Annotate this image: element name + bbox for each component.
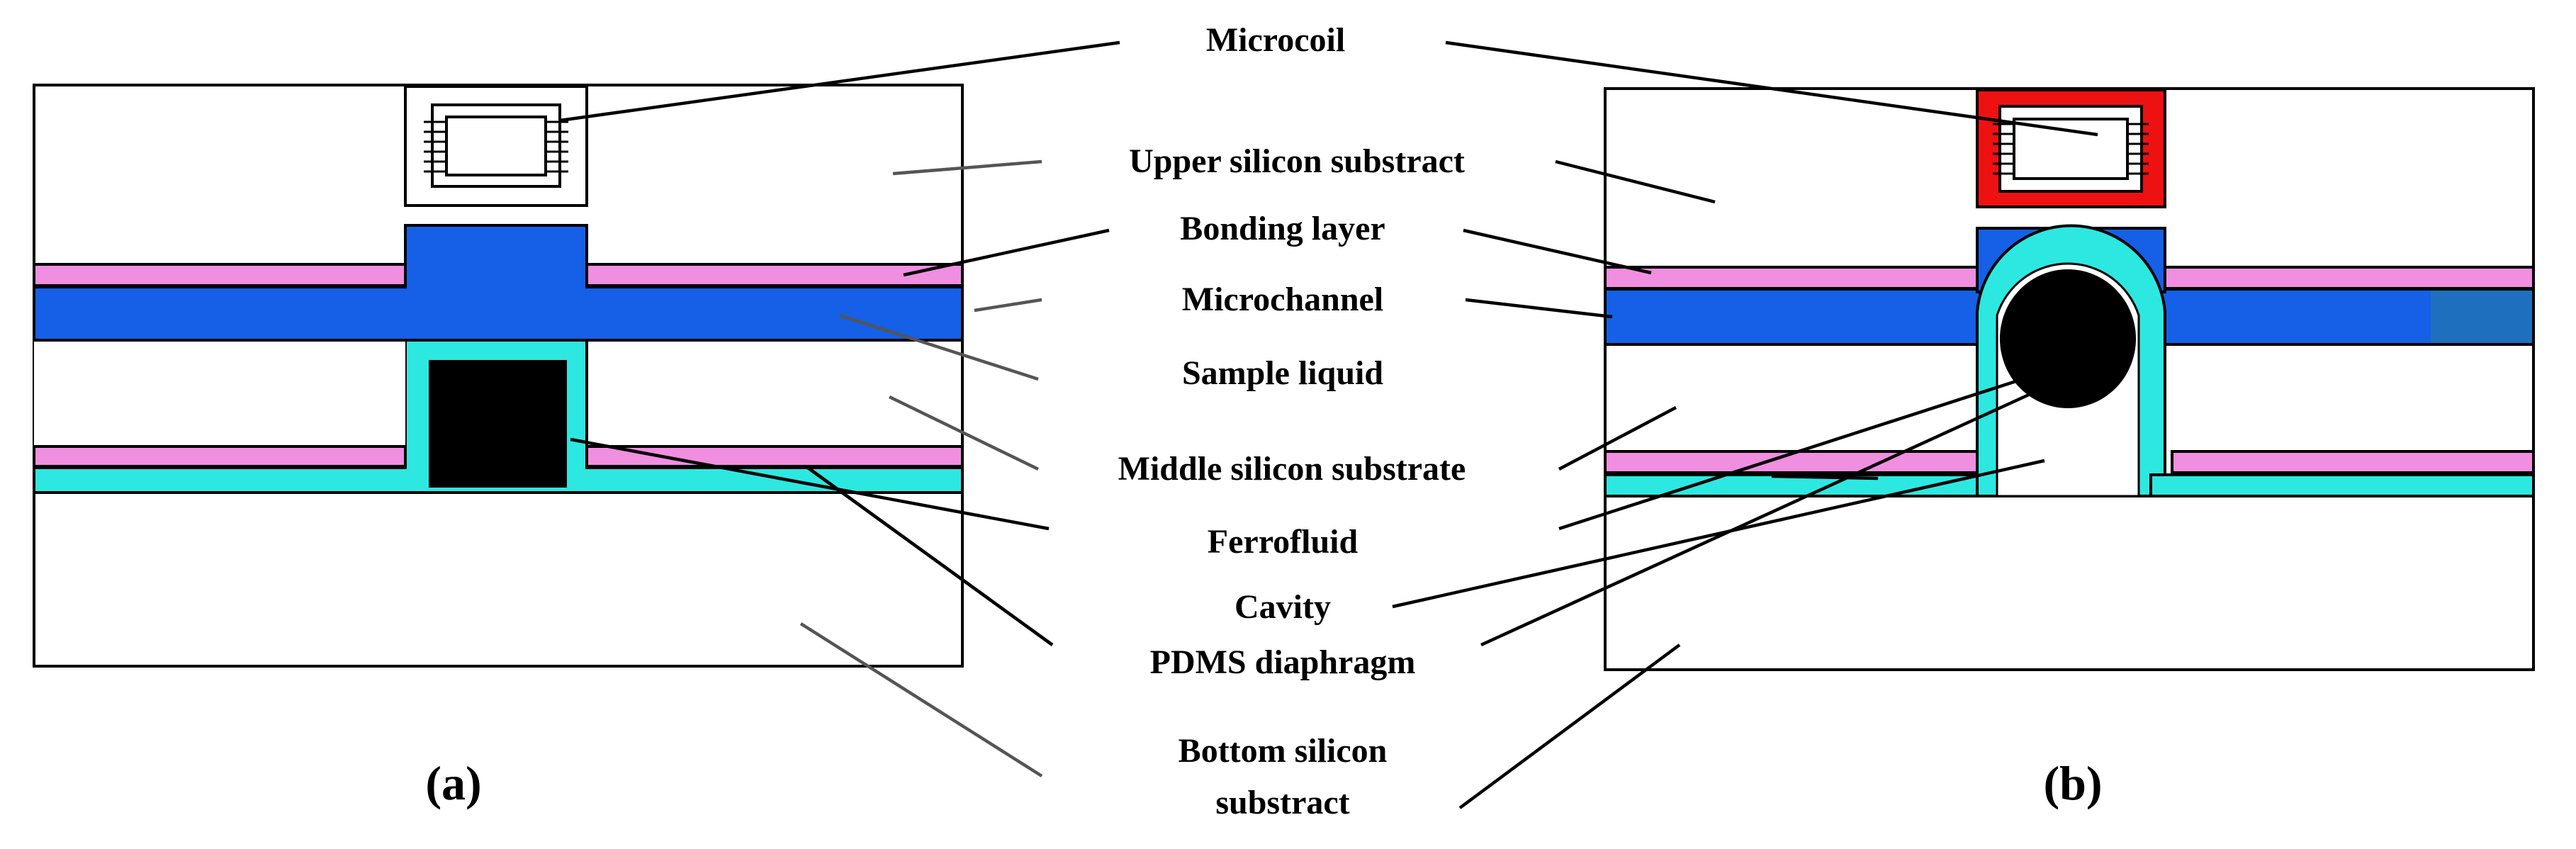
panel-b-microchannel-outlet [2431,291,2532,343]
panel-b-label: (b) [2043,756,2102,810]
panel-a-bonding-layer-lower-left [33,445,407,468]
panel-a-bonding-layer-upper-left [33,263,407,287]
panel-a-middle-substrate-left [34,342,405,446]
label-bottom-substrate-line1: Bottom silicon [1179,732,1388,770]
label-upper-substrate: Upper silicon substract [1129,142,1465,180]
label-microchannel: Microchannel [1182,281,1383,318]
label-microcoil: Microcoil [1206,21,1345,59]
label-pdms-diaphragm: PDMS diaphragm [1150,643,1416,681]
panel-b-microcoil-icon [1993,105,2149,193]
panel-b-ferrofluid [2000,269,2136,408]
label-sample-liquid: Sample liquid [1182,354,1383,392]
panel-a-microcoil-icon [424,103,568,188]
leader-lines [559,40,2098,809]
panel-a-bonding-layer-lower-right [585,445,964,468]
label-ferrofluid: Ferrofluid [1208,523,1359,561]
label-bottom-substrate-line2: substract [1215,784,1349,821]
panel-a-ferrofluid [429,360,567,488]
label-bonding-layer: Bonding layer [1180,210,1385,247]
panel-b-bonding-layer-lower-right [2171,450,2535,474]
callout-labels: Microcoil Upper silicon substract Bondin… [1118,21,1466,821]
panel-b-bonding-layer-upper-left [1604,266,1979,290]
label-cavity: Cavity [1234,588,1331,626]
panel-b-pdms-lower-right [2149,473,2535,497]
panel-b: (b) [1604,87,2535,810]
panel-a-label: (a) [425,756,481,810]
panel-a-bonding-layer-upper-right [585,263,964,287]
panel-a: (a) [33,84,964,810]
panel-b-bonding-layer-upper-right [2164,266,2535,290]
label-middle-substrate: Middle silicon substrate [1118,450,1466,488]
